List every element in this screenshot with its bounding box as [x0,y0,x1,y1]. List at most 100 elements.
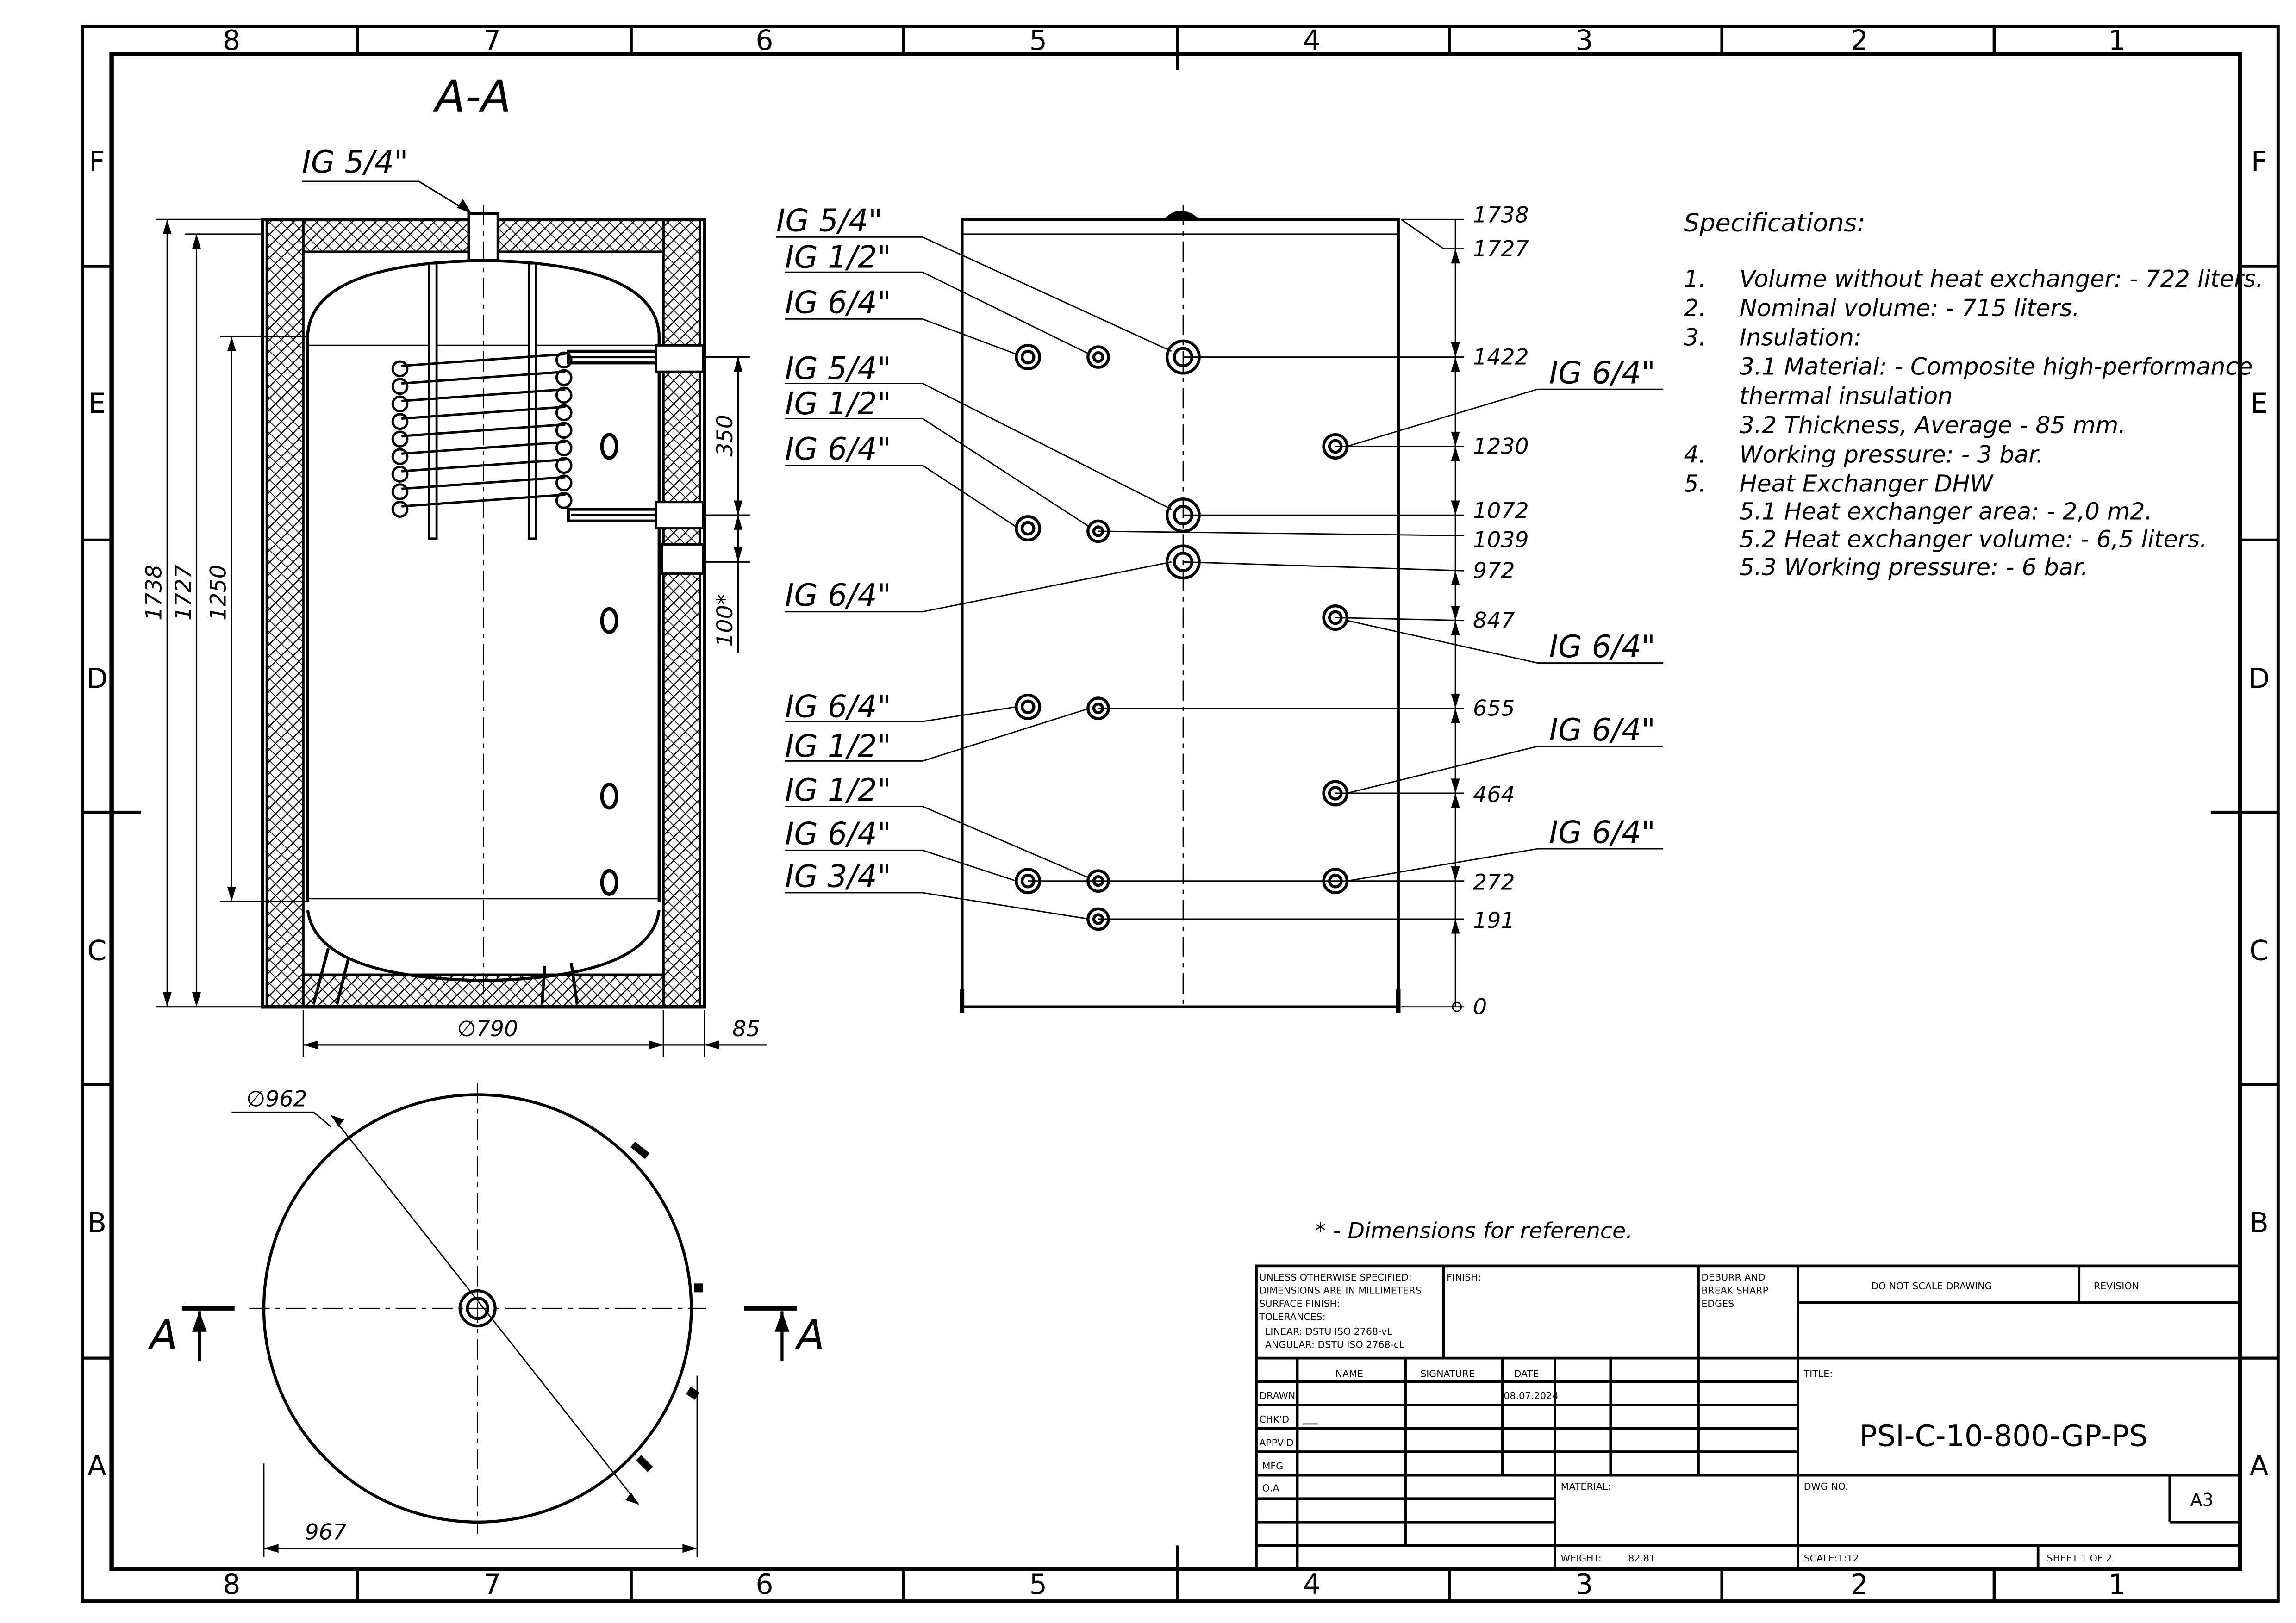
callout-right-3: IG 6/4" [1549,712,1655,748]
spec-3-text: Insulation: [1740,323,1862,351]
spec-4-num: 4. [1684,441,1706,468]
height-464-label: 464 [1473,782,1515,808]
specs-title: Specifications: [1684,208,1865,237]
spec-3-1-text: 3.1 Material: - Composite high-performan… [1740,353,2253,380]
callout-left-2: IG 1/2" [785,239,892,275]
spec-5-1-text: 5.1 Heat exchanger area: - 2,0 m2. [1740,498,2152,525]
section-marker-right: A [744,1306,825,1361]
dim-967-label: 967 [305,1520,347,1545]
drawing-title: PSI-C-10-800-GP-PS [1859,1418,2148,1453]
callout-left-11: IG 6/4" [785,816,892,852]
revision-label: REVISION [2094,1281,2139,1292]
spec-2-text: Nominal volume: - 715 liters. [1740,294,2080,322]
zone-col-bottom-4: 4 [1303,1568,1321,1601]
spec-5-num: 5. [1684,470,1706,497]
height-1422-label: 1422 [1473,344,1529,370]
dim-350-label: 350 [712,415,738,457]
callout-left-12: IG 3/4" [785,858,892,894]
zone-row-right-E: E [2250,387,2268,420]
zone-row-left-B: B [87,1207,106,1239]
zone-col-top-3: 3 [1575,25,1593,57]
row-approved: APPV'D [1259,1437,1293,1448]
callout-left-10: IG 1/2" [785,772,892,808]
section-marker-left: A [147,1306,235,1361]
col-name-header: NAME [1335,1368,1363,1380]
zone-row-right-B: B [2250,1207,2269,1239]
height-1727-label: 1727 [1473,236,1529,261]
height-1039-label: 1039 [1473,528,1529,553]
spec-5-3-text: 5.3 Working pressure: - 6 bar. [1740,553,2089,581]
top-connection-callout: IG 5/4" [302,144,472,215]
dim-790-label: ∅790 [457,1016,518,1042]
zone-col-top-7: 7 [483,25,501,57]
callout-left-3: IG 6/4" [785,285,892,321]
plan-view: ∅962 967 A A [147,1083,825,1557]
height-1230-label: 1230 [1473,434,1529,459]
zone-col-bottom-7: 7 [483,1568,501,1601]
dim-100-label: 100* [712,594,738,647]
zone-col-bottom-5: 5 [1029,1568,1047,1601]
zone-row-left-A: A [87,1450,106,1482]
callout-left-4: IG 5/4" [785,350,892,386]
title-label: TITLE: [1803,1368,1833,1380]
zone-row-left-E: E [88,387,106,420]
dim-85-label: 85 [732,1016,760,1042]
zone-row-right-A: A [2250,1450,2269,1482]
general-note-6: ANGULAR: DSTU ISO 2768-cL [1265,1339,1404,1350]
zone-col-bottom-6: 6 [755,1568,773,1601]
front-nozzles [1015,339,1349,931]
row-mfg: MFG [1262,1461,1283,1472]
material-label: MATERIAL: [1561,1481,1611,1492]
specifications: Specifications: 1. Volume without heat e… [1684,208,2263,581]
zone-col-bottom-2: 2 [1851,1568,1868,1601]
tank-body [306,205,705,1010]
insulation-jacket [261,218,706,1009]
zone-col-bottom-1: 1 [2108,1568,2126,1601]
spec-1-text: Volume without heat exchanger: - 722 lit… [1740,265,2264,292]
callout-right-1: IG 6/4" [1549,355,1655,391]
top-connection-label: IG 5/4" [302,144,408,180]
zone-col-top-4: 4 [1303,25,1321,57]
height-1738-label: 1738 [1473,203,1529,228]
zone-row-right-C: C [2249,934,2269,967]
front-view: 1738 1727 1422 1230 1072 1039 972 847 65… [776,203,1664,1020]
spec-4-text: Working pressure: - 3 bar. [1740,441,2044,468]
dim-1250-label: 1250 [206,565,231,621]
general-note-2: DIMENSIONS ARE IN MILLIMETERS [1259,1285,1421,1296]
col-date-header: DATE [1514,1368,1539,1380]
zone-col-bottom-3: 3 [1575,1568,1593,1601]
zone-col-top-1: 1 [2108,25,2126,57]
dim-1738-label: 1738 [142,565,167,621]
reference-note: * - Dimensions for reference. [1315,1218,1633,1244]
height-972-label: 972 [1473,558,1515,584]
do-not-scale-label: DO NOT SCALE DRAWING [1871,1281,1992,1292]
scale-label: SCALE:1:12 [1804,1553,1859,1564]
spec-5-text: Heat Exchanger DHW [1740,470,1994,497]
callout-left-9: IG 1/2" [785,728,892,764]
height-1072-label: 1072 [1473,498,1529,523]
zone-col-top-8: 8 [223,25,240,57]
height-655-label: 655 [1473,696,1515,721]
general-note-3: SURFACE FINISH: [1259,1298,1340,1309]
general-note-5: LINEAR: DSTU ISO 2768-vL [1265,1326,1392,1337]
callout-left-1: IG 5/4" [776,203,883,239]
deburr-line-3: EDGES [1701,1298,1734,1309]
spec-5-2-text: 5.2 Heat exchanger volume: - 6,5 liters. [1740,526,2207,553]
height-847-label: 847 [1473,608,1515,634]
section-view: A-A [142,71,767,1057]
dim-962-label: ∅962 [246,1087,307,1112]
callout-left-5: IG 1/2" [785,386,892,422]
zone-row-left-D: D [86,662,107,695]
callout-right-4: IG 6/4" [1549,814,1655,850]
zone-row-left-F: F [89,146,105,178]
section-title: A-A [432,71,511,122]
zone-col-top-2: 2 [1851,25,1868,57]
callout-left-7: IG 6/4" [785,577,892,613]
section-mark-left-label: A [147,1312,178,1359]
weight-value: 82.81 [1628,1553,1655,1564]
heat-exchanger-coil [391,351,656,518]
deburr-line-1: DEBURR AND [1701,1272,1765,1283]
drawn-date: 08.07.2024 [1504,1390,1558,1401]
spec-3-1b-text: thermal insulation [1740,382,1953,410]
